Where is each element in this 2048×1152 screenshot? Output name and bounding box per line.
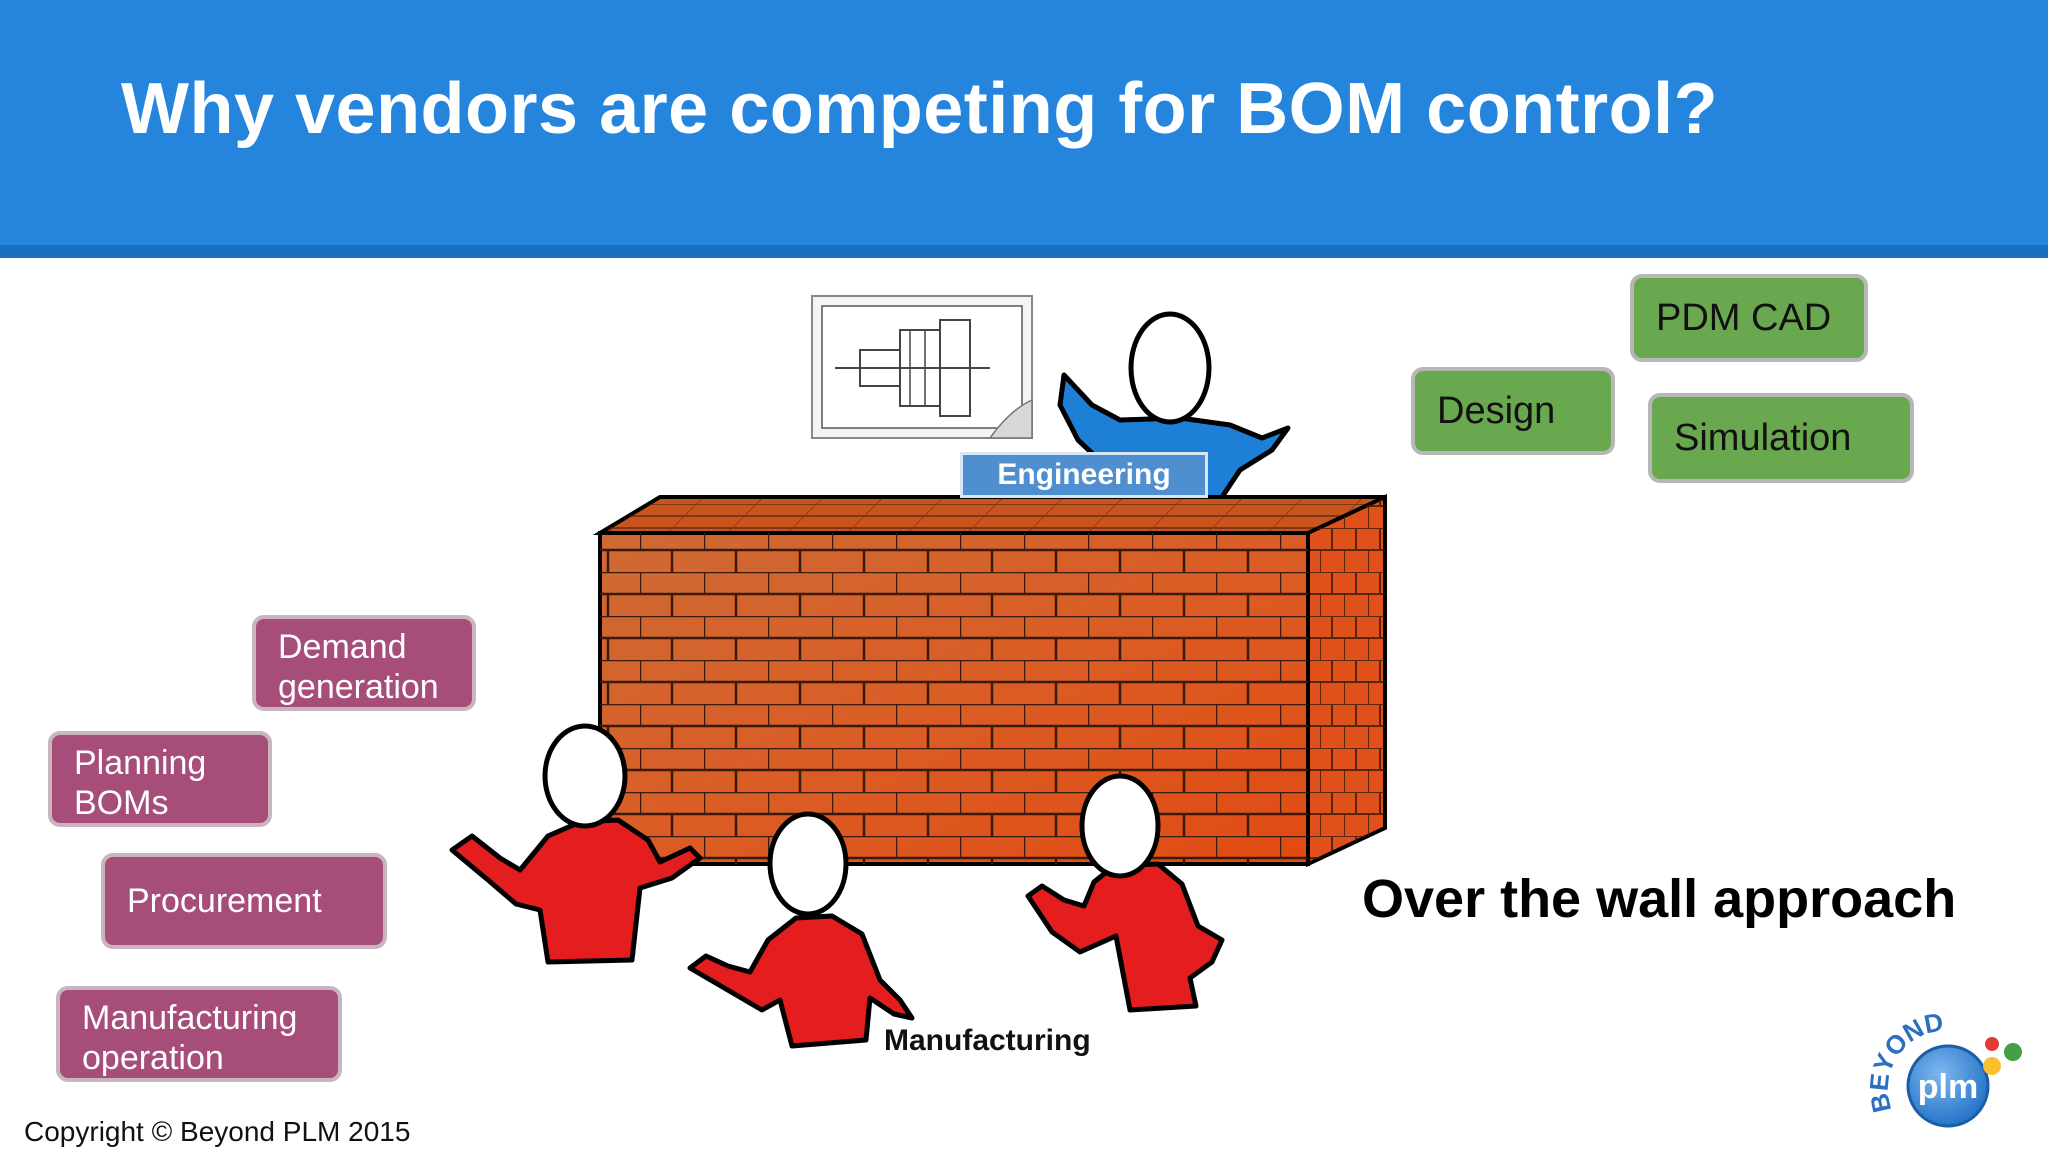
tag-label: PDM CAD xyxy=(1656,296,1832,339)
tag-label-line2: operation xyxy=(82,1039,224,1077)
tag-label-line1: Manufacturing xyxy=(82,999,298,1037)
brick-wall xyxy=(592,493,1387,868)
slide-title: Why vendors are competing for BOM contro… xyxy=(121,69,1719,149)
tag-demand-generation: Demand generation xyxy=(252,615,476,711)
tag-pdm-cad: PDM CAD xyxy=(1630,274,1868,362)
tag-simulation: Simulation xyxy=(1648,393,1914,483)
tag-planning-boms: Planning BOMs xyxy=(48,731,272,827)
slide-header xyxy=(0,0,2048,245)
tag-label-line1: Demand xyxy=(278,628,407,666)
manufacturing-label: Manufacturing xyxy=(884,1024,1091,1057)
copyright-notice: Copyright © Beyond PLM 2015 xyxy=(24,1116,411,1147)
header-divider xyxy=(0,245,2048,258)
logo-mark-text: plm xyxy=(1918,1068,1978,1106)
beyond-plm-logo: BEYOND plm xyxy=(1870,1010,2022,1128)
tag-label: Simulation xyxy=(1674,416,1852,459)
cad-drawing-image xyxy=(811,295,1033,439)
tag-label-line2: generation xyxy=(278,668,439,706)
tag-label: Design xyxy=(1437,389,1556,432)
tag-design: Design xyxy=(1411,367,1615,455)
slide-caption: Over the wall approach xyxy=(1362,869,1957,929)
manufacturer-figure-left xyxy=(449,723,703,965)
tag-procurement: Procurement xyxy=(101,853,387,949)
manufacturer-figure-right xyxy=(1025,773,1225,1013)
tag-label-line2: BOMs xyxy=(74,784,169,822)
tag-manufacturing-operation: Manufacturing operation xyxy=(56,986,342,1082)
manufacturer-figure-center xyxy=(687,811,915,1049)
tag-label-line1: Planning xyxy=(74,744,207,782)
tag-label: Procurement xyxy=(127,882,322,920)
engineering-label: Engineering xyxy=(960,452,1208,498)
